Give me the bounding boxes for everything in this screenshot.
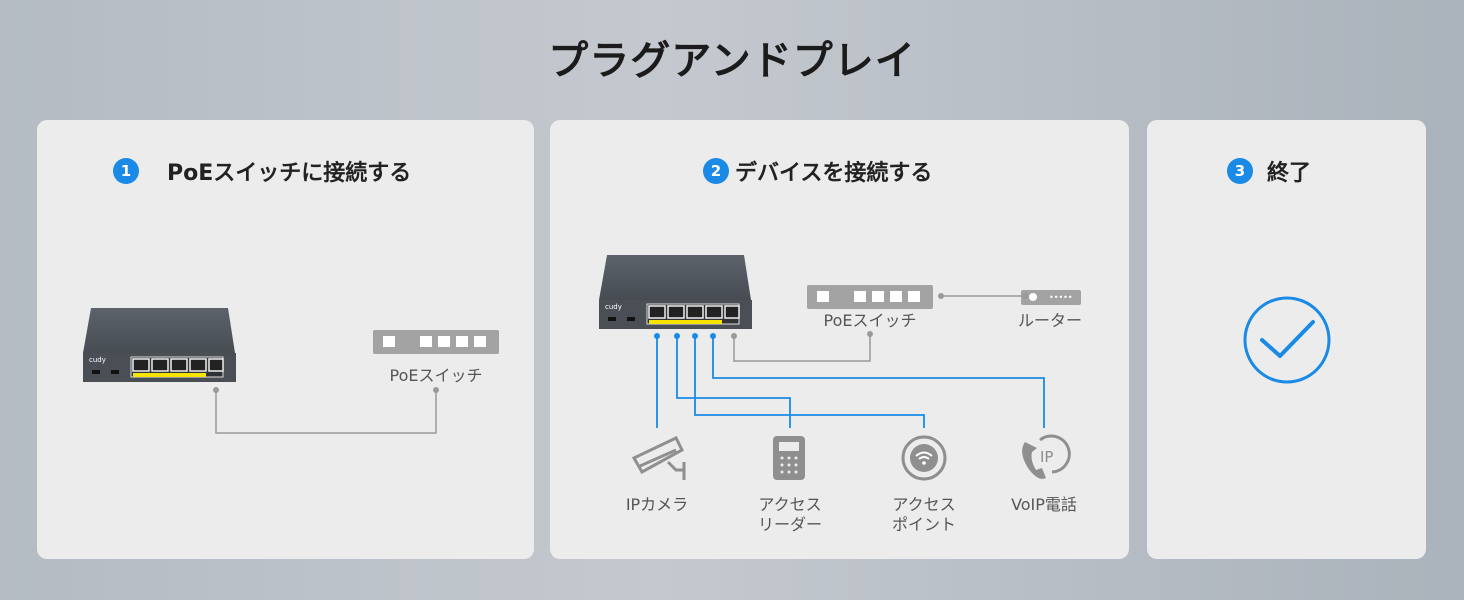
access-point-icon: [901, 435, 947, 481]
device-label-ip-camera: IPカメラ: [625, 495, 689, 514]
poe-switch-icon: [807, 285, 933, 309]
step-label: デバイスを接続する: [735, 161, 933, 186]
step-number: 2: [703, 158, 729, 184]
poe-switch-device: [598, 254, 753, 330]
ip-camera-icon: [631, 436, 686, 480]
poe-switch-device: [82, 307, 237, 383]
check-circle-icon: [1243, 296, 1331, 384]
access-reader-icon: [773, 436, 805, 480]
poe-switch-label: PoEスイッチ: [823, 311, 917, 330]
step-number: 3: [1227, 158, 1253, 184]
panel-step-2: [550, 120, 1129, 559]
step-number: 1: [113, 158, 139, 184]
poe-switch-icon: [373, 330, 499, 354]
step-3-header: 3 終了: [1227, 155, 1311, 187]
router-label: ルーター: [1017, 311, 1082, 330]
device-label-access-reader: アクセス リーダー: [757, 495, 822, 534]
svg-text:•••••: •••••: [1049, 293, 1073, 302]
poe-switch-label: PoEスイッチ: [389, 366, 483, 385]
step-label: 終了: [1267, 161, 1312, 186]
device-label-voip-phone: VoIP電話: [1011, 495, 1077, 514]
brand-logo: cudy: [605, 303, 622, 311]
step-label: PoEスイッチに接続する: [167, 161, 412, 186]
poe-connection-lines: [656, 336, 1045, 428]
brand-logo: cudy: [89, 356, 106, 364]
voip-phone-icon: IP: [1022, 434, 1071, 479]
step-1-header: 1 PoEスイッチに接続する: [113, 155, 411, 187]
panel-step-3: [1147, 120, 1426, 559]
uplink-line: [733, 334, 871, 362]
connection-line: [215, 390, 437, 434]
page-title: プラグアンドプレイ: [548, 38, 916, 84]
device-label-access-point: アクセス ポイント: [891, 495, 956, 534]
svg-text:IP: IP: [1040, 448, 1053, 466]
router-icon: •••••: [1021, 290, 1081, 305]
